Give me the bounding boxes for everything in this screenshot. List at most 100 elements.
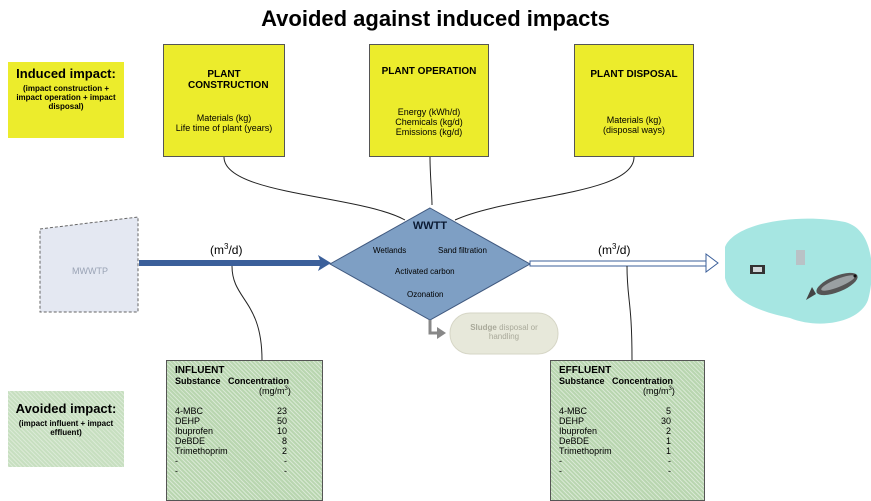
table-row: DEHP 50 <box>175 416 322 426</box>
concentration-cell: - <box>668 466 671 476</box>
substance-cell: - <box>175 456 178 466</box>
concentration-cell: 30 <box>660 416 671 426</box>
induced-impact-desc: (impact construction + impact operation … <box>16 84 116 111</box>
concentration-cell: 5 <box>665 406 671 416</box>
outflow-arrow-head <box>705 253 719 273</box>
outflow-arrow-shaft <box>529 260 711 267</box>
effluent-unit: (mg/m3) <box>643 386 675 396</box>
avoided-impact-legend: Avoided impact: (impact influent + impac… <box>8 391 124 467</box>
influent-col-concentration: Concentration <box>228 376 290 386</box>
plant-construction-box: PLANT CONSTRUCTION Materials (kg) Life t… <box>163 44 285 157</box>
sludge-label: Sludge disposal or handling <box>454 323 554 341</box>
outflow-label: (m3/d) <box>598 242 631 257</box>
substance-cell: Ibuprofen <box>559 426 598 436</box>
induced-impact-legend: Induced impact: (impact construction + i… <box>8 62 124 138</box>
sludge-arrow-head <box>437 327 446 339</box>
influent-title: INFLUENT <box>175 365 225 376</box>
concentration-cell: 50 <box>276 416 287 426</box>
avoided-impact-desc: (impact influent + impact effluent) <box>18 419 114 437</box>
table-row: DeBDE 8 <box>175 436 322 446</box>
table-row: DEHP 30 <box>559 416 704 426</box>
wwtt-wetlands: Wetlands <box>373 246 407 255</box>
plant-disposal-title: PLANT DISPOSAL <box>590 69 678 80</box>
influent-connector <box>231 265 263 361</box>
wwtt-ozonation: Ozonation <box>407 290 444 299</box>
sludge-bold: Sludge <box>470 323 497 332</box>
influent-col-substance: Substance <box>175 376 221 386</box>
sludge-arrow <box>428 320 440 335</box>
disposal-line-2: (disposal ways) <box>602 125 666 135</box>
effluent-table: EFFLUENT Substance Concentration (mg/m3)… <box>550 360 705 501</box>
water-body <box>725 218 871 324</box>
influent-header: Substance Concentration <box>175 376 322 386</box>
table-row: Trimethoprim 1 <box>559 446 704 456</box>
plant-construction-title: PLANT CONSTRUCTION <box>188 69 269 91</box>
page-title: Avoided against induced impacts <box>261 6 610 31</box>
concentration-cell: 23 <box>276 406 287 416</box>
plant-operation-title: PLANT OPERATION <box>381 66 477 77</box>
concentration-cell: 2 <box>665 426 671 436</box>
disposal-connector <box>454 156 635 221</box>
concentration-cell: - <box>284 456 287 466</box>
wwtt-activated-carbon: Activated carbon <box>395 267 455 276</box>
effluent-connector <box>626 265 633 361</box>
effluent-col-concentration: Concentration <box>612 376 674 386</box>
disposal-line-1: Materials (kg) <box>606 115 662 125</box>
substance-cell: DeBDE <box>559 436 590 446</box>
substance-cell: DEHP <box>175 416 201 426</box>
table-row: 4-MBC 23 <box>175 406 322 416</box>
inflow-arrow-head <box>318 255 331 271</box>
operation-connector <box>429 156 433 206</box>
table-row: Ibuprofen 2 <box>559 426 704 436</box>
inflow-arrow-shaft <box>139 260 321 266</box>
construction-connector <box>223 156 406 221</box>
inflow-label: (m3/d) <box>210 242 243 257</box>
table-row: Ibuprofen 10 <box>175 426 322 436</box>
operation-line-1: Energy (kWh/d) <box>397 107 461 117</box>
effluent-title: EFFLUENT <box>559 365 612 376</box>
substance-cell: - <box>175 466 178 476</box>
effluent-header: Substance Concentration <box>559 376 704 386</box>
mwwtp-shape <box>39 216 139 313</box>
substance-cell: - <box>559 456 562 466</box>
substance-cell: DEHP <box>559 416 585 426</box>
table-row: DeBDE 1 <box>559 436 704 446</box>
effluent-col-substance: Substance <box>559 376 605 386</box>
table-row: -- <box>559 466 704 476</box>
construction-line-2: Life time of plant (years) <box>175 123 273 133</box>
avoided-impact-title: Avoided impact: <box>15 401 117 416</box>
table-row: -- <box>559 456 704 466</box>
sludge-rest: disposal or handling <box>488 323 538 341</box>
wwtt-title: WWTT <box>412 220 448 232</box>
mwwtp-label: MWWTP <box>72 266 108 276</box>
wwtt-sand-filtration: Sand filtration <box>438 246 487 255</box>
operation-line-2: Chemicals (kg/d) <box>395 117 463 127</box>
concentration-cell: 1 <box>665 446 671 456</box>
concentration-cell: 10 <box>276 426 287 436</box>
substance-cell: 4-MBC <box>175 406 204 416</box>
concentration-cell: 8 <box>281 436 287 446</box>
substance-cell: Trimethoprim <box>559 446 612 456</box>
concentration-cell: - <box>668 456 671 466</box>
substance-cell: DeBDE <box>175 436 206 446</box>
particle-icon <box>796 250 805 265</box>
plant-disposal-box: PLANT DISPOSAL Materials (kg) (disposal … <box>574 44 694 157</box>
substance-cell: 4-MBC <box>559 406 588 416</box>
concentration-cell: 1 <box>665 436 671 446</box>
plant-operation-box: PLANT OPERATION Energy (kWh/d) Chemicals… <box>369 44 489 157</box>
table-row: -- <box>175 466 322 476</box>
sludge-shape <box>449 312 559 355</box>
table-row: -- <box>175 456 322 466</box>
table-row: 4-MBC 5 <box>559 406 704 416</box>
induced-impact-title: Induced impact: <box>16 66 116 81</box>
construction-line-1: Materials (kg) <box>196 113 252 123</box>
operation-line-3: Emissions (kg/d) <box>395 127 463 137</box>
substance-cell: Ibuprofen <box>175 426 214 436</box>
concentration-cell: - <box>284 466 287 476</box>
influent-unit: (mg/m3) <box>259 386 291 396</box>
influent-table: INFLUENT Substance Concentration (mg/m3)… <box>166 360 323 501</box>
